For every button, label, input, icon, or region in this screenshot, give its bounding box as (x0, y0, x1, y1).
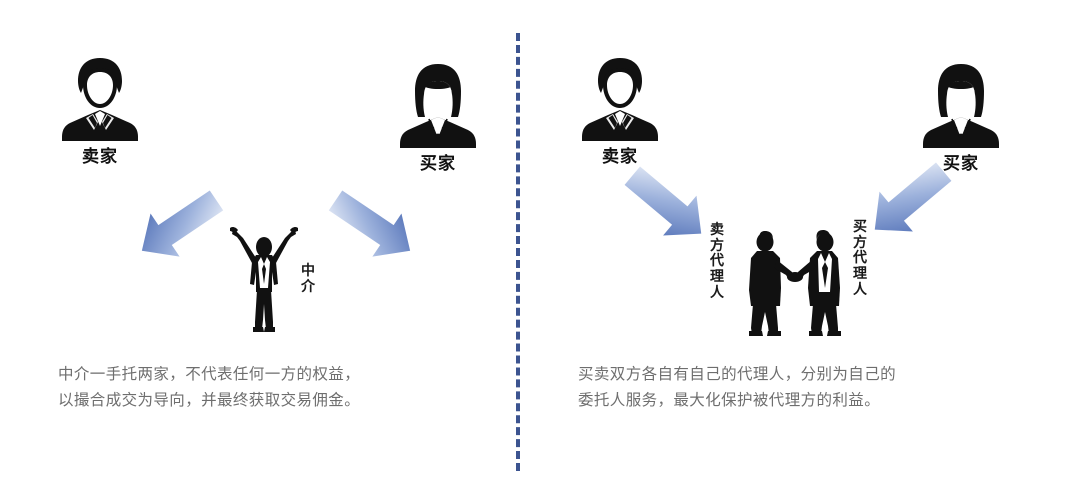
right-center-figure (736, 228, 854, 345)
buyer-agent-label-char-4: 人 (853, 280, 867, 297)
left-buyer-person: 买家 (390, 59, 486, 174)
panel-divider-dashed-line (516, 33, 520, 471)
seller-agent-label-char-1: 方 (710, 236, 724, 253)
right-seller-agent-label: 卖 方 代 理 人 (709, 221, 725, 300)
right-seller-label: 卖家 (602, 147, 638, 166)
right-arrow-from-buyer (858, 160, 962, 245)
buyer-agent-label-char-2: 代 (853, 249, 867, 266)
left-center-label-char-0: 中 (301, 262, 315, 278)
right-buyer-label: 买家 (943, 154, 979, 173)
left-seller-person: 卖家 (52, 52, 148, 167)
right-buyer-agent-label: 买 方 代 理 人 (852, 218, 868, 297)
handshake-two-businessmen-icon (749, 230, 841, 336)
left-panel-caption: 中介一手托两家，不代表任何一方的权益， 以撮合成交为导向，并最终获取交易佣金。 (58, 366, 361, 409)
left-buyer-label: 买家 (420, 154, 456, 173)
female-person-icon (400, 64, 476, 148)
buyer-agent-label-char-0: 买 (853, 218, 867, 234)
right-seller-person: 卖家 (572, 52, 668, 167)
left-arrow-to-seller (128, 186, 232, 269)
left-center-figure-label: 中 介 (300, 262, 316, 294)
seller-agent-label-char-2: 代 (710, 252, 724, 269)
right-panel-caption: 买卖双方各自有自己的代理人，分别为自己的 委托人服务，最大化保护被代理方的利益。 (578, 366, 897, 409)
buyer-agent-label-char-3: 理 (853, 265, 867, 282)
male-person-icon (62, 58, 138, 141)
female-person-icon (923, 64, 999, 148)
left-center-label-char-1: 介 (301, 277, 315, 294)
male-person-icon (582, 58, 658, 141)
buyer-agent-label-char-1: 方 (853, 233, 867, 250)
left-arrow-to-buyer (320, 186, 424, 269)
seller-agent-label-char-3: 理 (710, 268, 724, 285)
seller-agent-label-char-0: 卖 (710, 221, 724, 237)
right-buyer-person: 买家 (913, 59, 1009, 174)
person-arms-raised-icon (230, 226, 298, 332)
left-center-figure (229, 222, 299, 339)
seller-agent-label-char-4: 人 (710, 283, 724, 300)
left-seller-label: 卖家 (82, 147, 118, 166)
right-arrow-from-seller (614, 164, 718, 249)
